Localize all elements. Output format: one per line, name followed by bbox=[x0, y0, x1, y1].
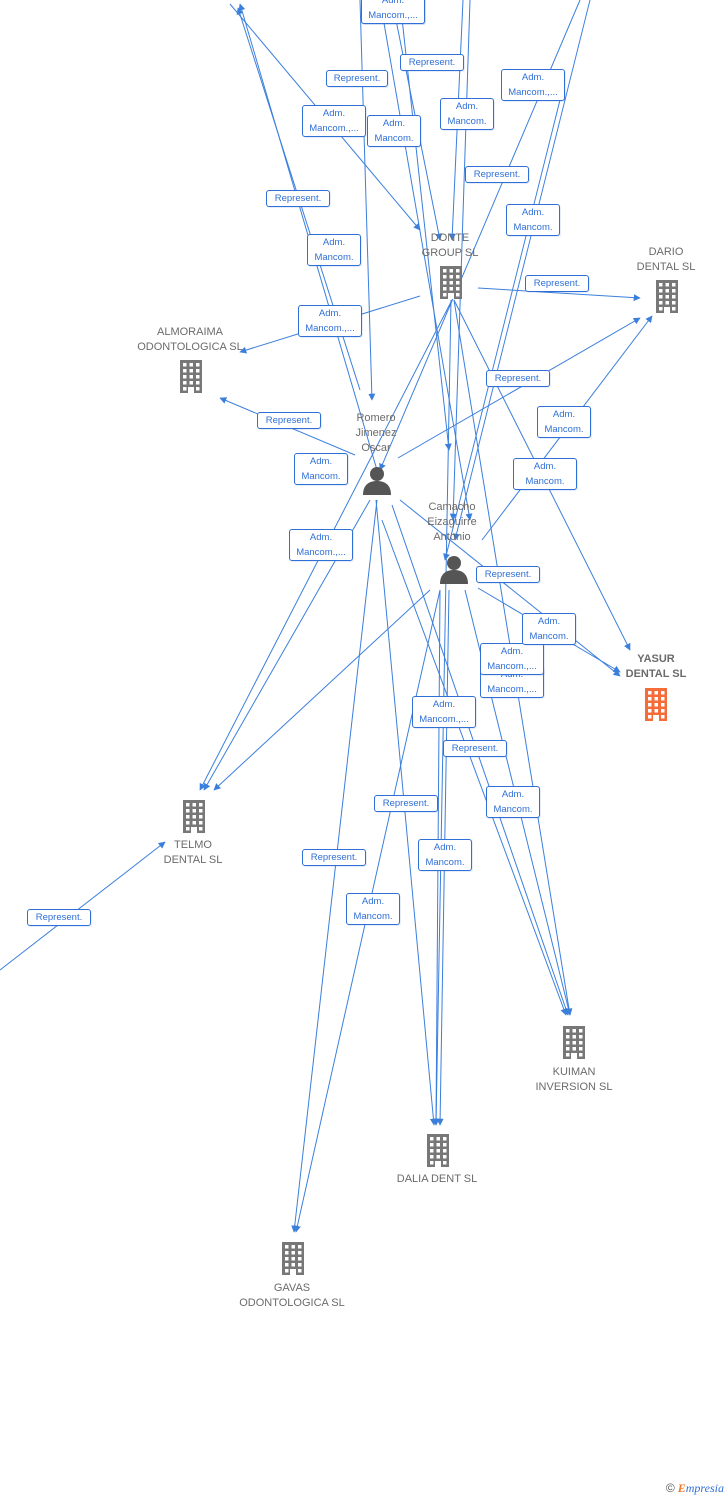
person-icon[interactable] bbox=[362, 465, 392, 500]
edge-label: Adm. Mancom. bbox=[537, 406, 591, 438]
edge-line bbox=[391, 504, 570, 1016]
edge-label: Adm. Mancom.,... bbox=[289, 529, 353, 561]
edge-label: Represent. bbox=[443, 740, 507, 757]
node-label: Camacho Eizaguirre Antonio bbox=[427, 501, 477, 543]
building-icon[interactable] bbox=[642, 687, 670, 726]
edge-label: Adm. Mancom.,... bbox=[501, 69, 565, 101]
edge-label: Adm. Mancom.,... bbox=[480, 643, 544, 675]
edge-label: Represent. bbox=[257, 412, 321, 429]
building-icon[interactable] bbox=[279, 1241, 307, 1280]
node-label: DARIO DENTAL SL bbox=[636, 246, 696, 273]
node-dalia[interactable]: DALIA DENT SL bbox=[387, 1172, 487, 1187]
node-label: DALIA DENT SL bbox=[396, 1173, 478, 1185]
node-romero[interactable]: Romero Jimenez Oscar bbox=[336, 411, 416, 456]
node-almoraima[interactable]: ALMORAIMA ODONTOLOGICA SL bbox=[130, 325, 250, 355]
edge-label: Represent. bbox=[465, 166, 529, 183]
edge-line bbox=[397, 317, 641, 459]
edge-label: Represent. bbox=[302, 849, 366, 866]
brand-initial: E bbox=[677, 1481, 686, 1495]
edge-line bbox=[381, 519, 568, 1016]
brand-name: mpresia bbox=[685, 1481, 724, 1495]
edge-label: Adm. Mancom. bbox=[294, 453, 348, 485]
node-telmo[interactable]: TELMO DENTAL SL bbox=[148, 838, 238, 868]
edge-label: Represent. bbox=[266, 190, 330, 207]
person-icon[interactable] bbox=[439, 554, 469, 589]
edge-line bbox=[399, 0, 452, 451]
node-dario[interactable]: DARIO DENTAL SL bbox=[621, 245, 711, 275]
node-label: DONTE GROUP SL bbox=[421, 232, 479, 259]
building-icon[interactable] bbox=[177, 359, 205, 398]
node-camacho[interactable]: Camacho Eizaguirre Antonio bbox=[412, 500, 492, 545]
edge-line bbox=[379, 0, 473, 521]
node-donte[interactable]: DONTE GROUP SL bbox=[405, 231, 495, 261]
edge-label: Represent. bbox=[326, 70, 388, 87]
edge-label: Represent. bbox=[374, 795, 438, 812]
edge-label: Adm. Mancom. bbox=[346, 893, 400, 925]
edge-line bbox=[399, 499, 621, 677]
building-icon[interactable] bbox=[560, 1025, 588, 1064]
edge-line bbox=[0, 841, 166, 971]
node-gavas[interactable]: GAVAS ODONTOLOGICA SL bbox=[232, 1281, 352, 1311]
node-label: GAVAS ODONTOLOGICA SL bbox=[239, 1282, 345, 1309]
edge-label: Adm. Mancom. bbox=[486, 786, 540, 818]
building-icon[interactable] bbox=[222, 0, 250, 5]
brand-footer: © Empresia bbox=[666, 1481, 724, 1496]
edge-line bbox=[291, 499, 378, 1233]
node-label: KUIMAN INVERSION SL bbox=[535, 1066, 613, 1093]
edge-line bbox=[213, 589, 431, 791]
node-label: YASUR DENTAL SL bbox=[625, 653, 687, 680]
edge-label: Adm. Mancom. bbox=[418, 839, 472, 871]
edge-label: Adm. Mancom.,... bbox=[361, 0, 425, 24]
edge-label: Represent. bbox=[525, 275, 589, 292]
node-label: TELMO DENTAL SL bbox=[163, 839, 223, 866]
edge-label: Adm. Mancom.,... bbox=[298, 305, 362, 337]
edge-line bbox=[375, 499, 437, 1126]
edge-line bbox=[443, 99, 561, 561]
edge-line bbox=[359, 0, 376, 401]
node-label: ALMORAIMA ODONTOLOGICA SL bbox=[137, 326, 243, 353]
building-icon[interactable] bbox=[437, 265, 465, 304]
edge-label: Adm. Mancom. bbox=[307, 234, 361, 266]
edge-label: Represent. bbox=[400, 54, 464, 71]
edge-label: Adm. Mancom.,... bbox=[412, 696, 476, 728]
edge-line bbox=[453, 0, 591, 541]
edge-label: Adm. Mancom. bbox=[513, 458, 577, 490]
edge-label: Represent. bbox=[476, 566, 540, 583]
edge-label: Represent. bbox=[27, 909, 91, 926]
edge-line bbox=[477, 287, 641, 302]
copyright-symbol: © bbox=[665, 1481, 675, 1495]
building-icon[interactable] bbox=[653, 279, 681, 318]
edge-label: Adm. Mancom. bbox=[506, 204, 560, 236]
edge-label: Adm. Mancom. bbox=[367, 115, 421, 147]
node-label: Romero Jimenez Oscar bbox=[355, 412, 397, 454]
edge-label: Represent. bbox=[486, 370, 550, 387]
edge-label: Adm. Mancom. bbox=[522, 613, 576, 645]
node-kuiman[interactable]: KUIMAN INVERSION SL bbox=[524, 1065, 624, 1095]
building-icon[interactable] bbox=[180, 799, 208, 838]
edge-label: Adm. Mancom.,... bbox=[302, 105, 366, 137]
node-yasur[interactable]: YASUR DENTAL SL bbox=[611, 652, 701, 682]
building-icon[interactable] bbox=[424, 1133, 452, 1172]
edge-label: Adm. Mancom. bbox=[440, 98, 494, 130]
edge-line bbox=[449, 0, 471, 521]
